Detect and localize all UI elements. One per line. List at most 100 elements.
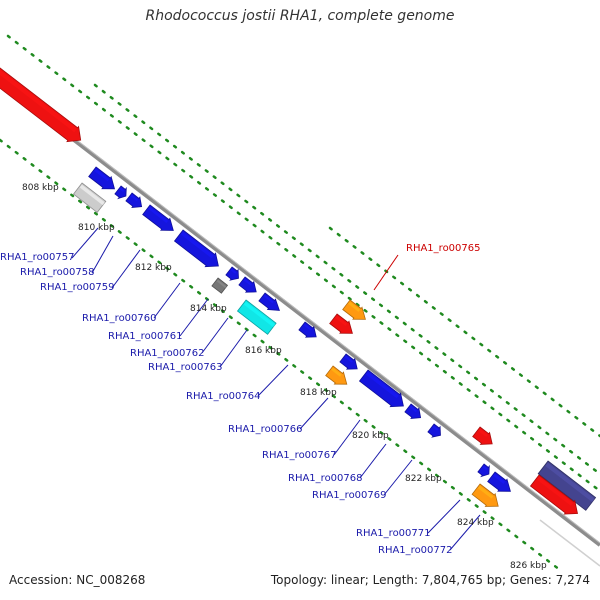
gene-highlight [348, 301, 361, 312]
gene-label: RHA1_ro00760 [82, 313, 157, 324]
gene-highlight [303, 323, 312, 331]
gene-highlight [536, 476, 573, 506]
gene-body [339, 353, 358, 370]
gene-lightgrey-808 [72, 182, 107, 213]
gene-body [427, 423, 441, 438]
gene-red-765 [329, 313, 353, 334]
gene-label: RHA1_ro00765 [406, 243, 481, 254]
gene-big-red-top [0, 67, 82, 143]
gene-blue-14 [477, 463, 490, 478]
gene-grey-814 [211, 277, 229, 294]
leader-line [179, 298, 209, 337]
accession-label: Accession: NC_008268 [9, 573, 146, 587]
kbp-tick-label: 826 kbp [510, 561, 547, 571]
leader-line [71, 227, 99, 259]
gene-highlight [482, 465, 488, 471]
gene-blue-3 [125, 192, 143, 208]
gene-highlight [493, 473, 506, 484]
leader-line [257, 364, 289, 397]
gene-label: RHA1_ro00769 [312, 490, 387, 501]
gene-body [471, 483, 499, 507]
gene-highlight [335, 315, 348, 326]
gene-body [342, 299, 366, 320]
gene-orange-765 [342, 299, 366, 320]
gene-blue-11 [358, 369, 404, 408]
gene-blue-5 [173, 229, 219, 268]
kbp-tick-label: 824 kbp [457, 518, 494, 528]
gene-highlight [94, 168, 110, 182]
gene-blue-8 [258, 292, 280, 311]
gene-blue-13 [427, 423, 441, 438]
gene-blue-10 [339, 353, 358, 370]
gene-body [225, 266, 239, 281]
gene-highlight [344, 355, 353, 363]
grid-line-2 [93, 83, 600, 476]
gene-features [0, 67, 597, 515]
gene-body [329, 313, 353, 334]
leader-line [201, 317, 229, 354]
gene-highlight [478, 428, 488, 437]
genome-summary: Topology: linear; Length: 7,804,765 bp; … [270, 573, 590, 587]
gene-highlight [409, 405, 418, 413]
leader-line [153, 282, 181, 319]
kbp-tick-label: 818 kbp [300, 388, 337, 398]
kbp-tick-label: 810 kbp [78, 223, 115, 233]
gene-label: RHA1_ro00757 [0, 252, 75, 263]
gene-blue-1 [88, 166, 116, 190]
gene-label: RHA1_ro00768 [288, 473, 363, 484]
gene-highlight [263, 294, 274, 304]
gene-label: RHA1_ro00771 [356, 528, 431, 539]
gene-highlight [331, 367, 342, 377]
backbone-faint-tail [539, 519, 600, 567]
gene-body [211, 277, 229, 294]
gene-slate-right [537, 460, 597, 511]
grid-lines [0, 34, 600, 572]
gene-body [477, 463, 490, 478]
gene-highlight [180, 231, 214, 259]
gene-label: RHA1_ro00759 [40, 282, 115, 293]
gene-body [258, 292, 280, 311]
gene-label: RHA1_ro00767 [262, 450, 337, 461]
backbone-highlight [0, 80, 600, 544]
gene-highlight [79, 184, 105, 206]
leader-line [359, 443, 387, 479]
leader-line [299, 397, 329, 430]
gene-label: RHA1_ro00766 [228, 424, 303, 435]
gene-body [236, 299, 277, 335]
leader-line [427, 499, 461, 534]
backbone-outer [0, 81, 600, 547]
kbp-tick-label: 812 kbp [135, 263, 172, 273]
gene-highlight [216, 279, 227, 289]
gene-body [358, 369, 404, 408]
gene-blue-7 [238, 276, 257, 293]
kbp-tick-label: 822 kbp [405, 474, 442, 484]
gene-body [325, 365, 348, 385]
gene-body [125, 192, 143, 208]
gene-label: RHA1_ro00761 [108, 331, 183, 342]
kbp-tick-label: 816 kbp [245, 346, 282, 356]
gene-blue-12 [404, 403, 422, 419]
gene-highlight [243, 301, 276, 328]
gene-body [238, 276, 257, 293]
kbp-tick-label: 808 kbp [22, 183, 59, 193]
gene-body [88, 166, 116, 190]
gene-body [537, 460, 597, 511]
gene-body [72, 182, 107, 213]
gene-blue-2 [114, 185, 127, 200]
gene-highlight [243, 278, 252, 286]
gene-highlight [130, 194, 139, 202]
gene-red-right [529, 474, 578, 515]
gene-highlight [230, 268, 237, 274]
gene-blue-6 [225, 266, 239, 281]
gene-highlight [545, 462, 595, 502]
grid-line-3 [0, 138, 562, 572]
gene-label: RHA1_ro00764 [186, 391, 261, 402]
gene-body [298, 321, 317, 338]
leader-line [333, 419, 361, 456]
gene-label: RHA1_ro00758 [20, 267, 95, 278]
leader-line [91, 235, 114, 274]
label-leader-lines [71, 227, 481, 551]
gene-blue-4 [142, 204, 174, 231]
kbp-tick-label: 820 kbp [352, 431, 389, 441]
gene-body [142, 204, 174, 231]
